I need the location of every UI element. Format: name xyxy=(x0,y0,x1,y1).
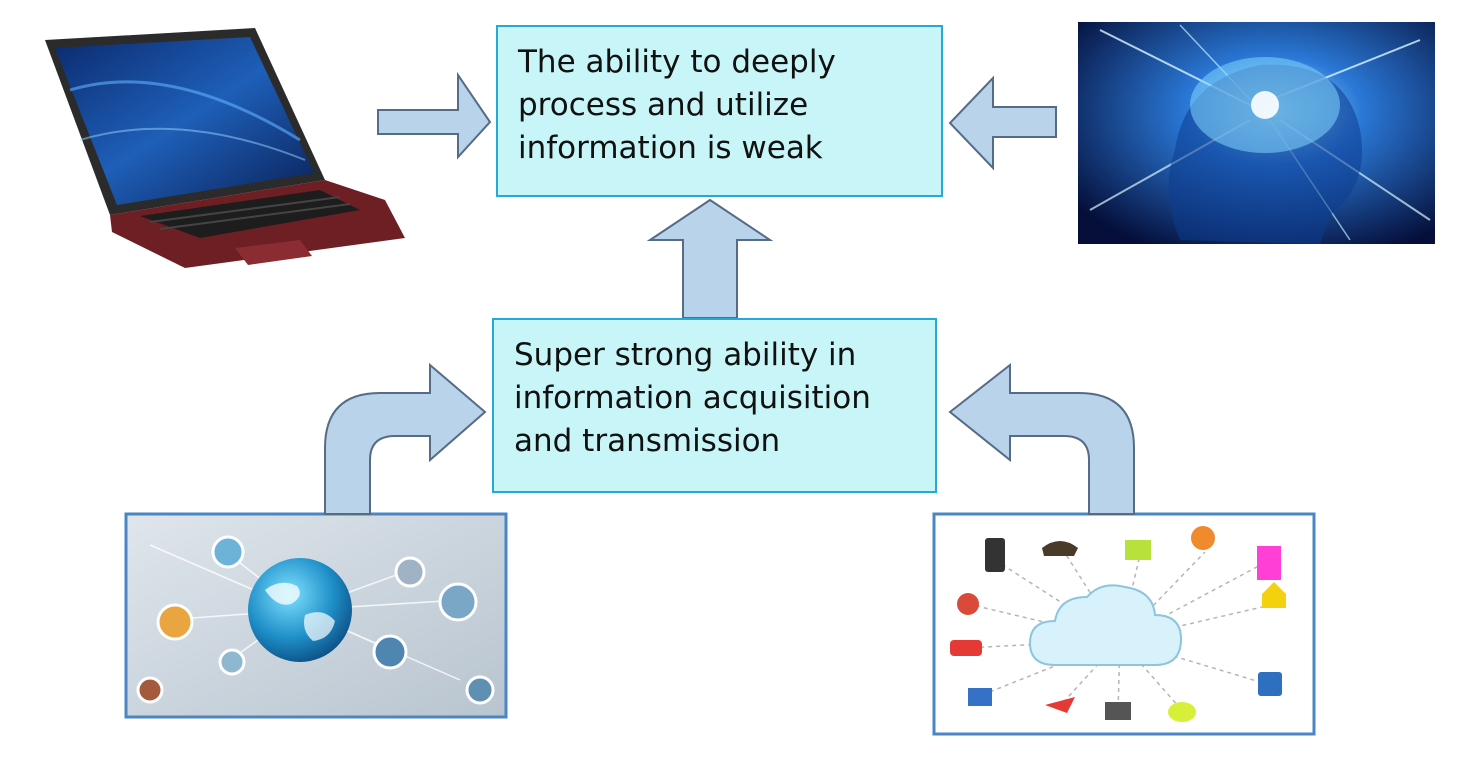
laptop-image xyxy=(45,28,405,268)
curved-arrow-left-icon xyxy=(948,362,1135,515)
top-box-line: information is weak xyxy=(518,130,823,166)
middle-box-line: and transmission xyxy=(514,423,781,459)
brain-image xyxy=(1078,22,1435,245)
top-box-line: process and utilize xyxy=(518,87,809,123)
cloud-devices-image xyxy=(932,512,1316,736)
arrow-right-icon xyxy=(377,71,492,160)
middle-box-strong-acquisition: Super strong ability in information acqu… xyxy=(492,318,937,493)
top-box-line: The ability to deeply xyxy=(518,44,836,80)
arrow-up-icon xyxy=(646,198,774,319)
middle-box-line: Super strong ability in xyxy=(514,337,857,373)
middle-box-line: information acquisition xyxy=(514,380,871,416)
arrow-left-icon xyxy=(948,75,1057,171)
globe-network-image xyxy=(124,512,508,719)
curved-arrow-right-icon xyxy=(324,362,487,515)
top-box-weak-processing: The ability to deeply process and utiliz… xyxy=(496,25,943,197)
